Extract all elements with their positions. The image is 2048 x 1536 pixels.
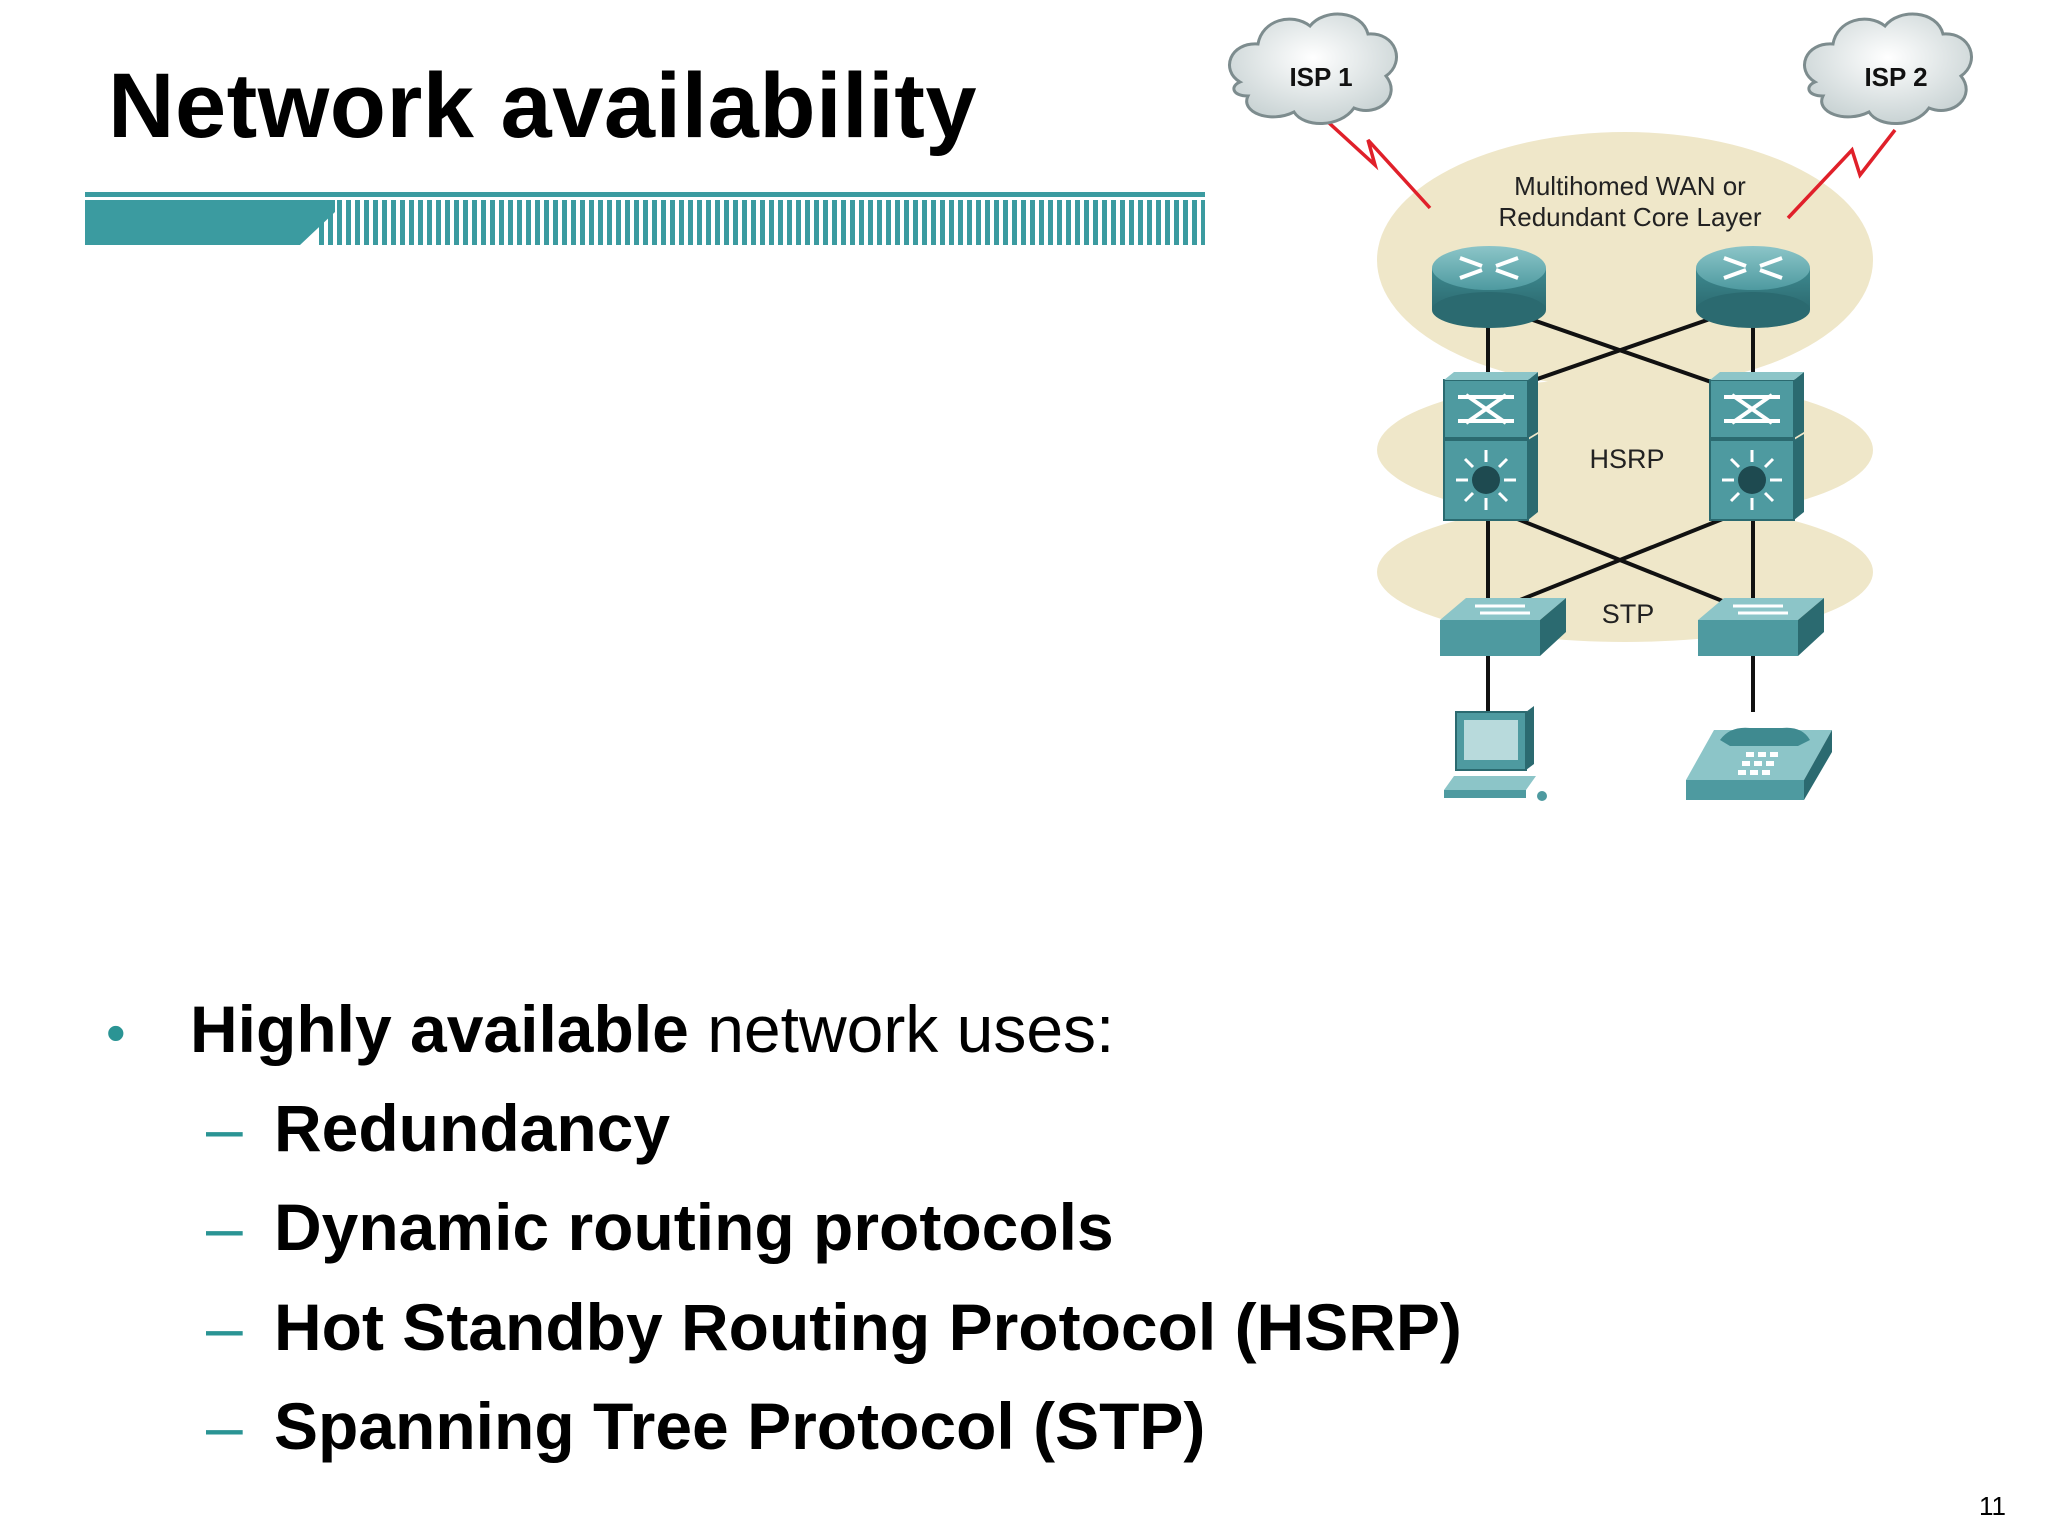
core-label-line1: Multihomed WAN or xyxy=(1514,171,1746,201)
dash-icon: – xyxy=(206,1289,243,1364)
dash-icon: – xyxy=(206,1190,243,1265)
main-bullet-text: Highly available network uses: xyxy=(190,990,1114,1069)
workgroup-switch-icon xyxy=(1440,598,1566,656)
core-label-line2: Redundant Core Layer xyxy=(1498,202,1761,232)
bullet-dot-icon: • xyxy=(106,1001,126,1064)
sub-bullet-text: Redundancy xyxy=(274,1091,671,1166)
slide-title: Network availability xyxy=(108,55,977,157)
links xyxy=(1486,310,1755,712)
ip-phone-icon xyxy=(1686,727,1832,800)
stp-label: STP xyxy=(1602,599,1655,629)
serial-link-icon xyxy=(1786,128,1897,220)
pc-icon xyxy=(1444,706,1547,801)
sub-bullet-text: Dynamic routing protocols xyxy=(274,1190,1114,1265)
isp1-label: ISP 1 xyxy=(1289,62,1352,92)
sub-bullet-hsrp: – Hot Standby Routing Protocol (HSRP) xyxy=(206,1288,1900,1367)
main-bullet-rest: network uses: xyxy=(688,992,1115,1066)
sub-bullet-stp: – Spanning Tree Protocol (STP) xyxy=(206,1387,1900,1466)
router-icon xyxy=(1696,246,1810,328)
serial-link-icon xyxy=(1326,120,1432,210)
page-number: 11 xyxy=(1979,1491,2006,1521)
title-accent-bar xyxy=(85,192,1205,245)
sub-bullet-dynamic-routing: – Dynamic routing protocols xyxy=(206,1188,1900,1267)
isp2-label: ISP 2 xyxy=(1864,62,1927,92)
main-bullet-bold: Highly available xyxy=(190,992,689,1066)
dash-icon: – xyxy=(206,1388,243,1463)
workgroup-switch-icon xyxy=(1698,598,1824,656)
router-icon xyxy=(1432,246,1546,328)
multilayer-switch-icon xyxy=(1443,372,1538,521)
bullet-list: • Highly available network uses: – Redun… xyxy=(100,990,1900,1466)
main-bullet: • Highly available network uses: xyxy=(100,990,1900,1069)
sub-bullet-redundancy: – Redundancy xyxy=(206,1089,1900,1168)
sub-bullet-text: Spanning Tree Protocol (STP) xyxy=(274,1388,1206,1463)
sub-bullet-text: Hot Standby Routing Protocol (HSRP) xyxy=(274,1289,1462,1364)
network-diagram: ISP 1 ISP 2 Multihomed WAN or Redundant … xyxy=(1228,12,1973,801)
hsrp-label: HSRP xyxy=(1589,444,1664,474)
isp1-cloud-icon: ISP 1 xyxy=(1228,12,1398,125)
isp2-cloud-icon: ISP 2 xyxy=(1803,12,1973,125)
multilayer-switch-icon xyxy=(1709,372,1804,521)
dash-icon: – xyxy=(206,1091,243,1166)
